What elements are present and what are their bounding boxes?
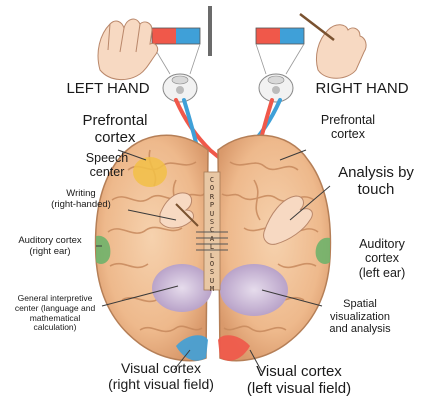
left-visual-screen: [152, 28, 200, 44]
left-eye-icon: [163, 74, 197, 102]
prefrontal-right-label: Prefrontal cortex: [306, 113, 390, 142]
general-interpretive-label: General interpretive center (language an…: [2, 294, 108, 333]
right-hand-icon: [300, 14, 366, 78]
spatial-label: Spatial visualization and analysis: [316, 298, 404, 336]
analysis-touch-label: Analysis by touch: [328, 164, 424, 199]
left-hand-label: LEFT HAND: [48, 80, 168, 97]
visual-rays: [152, 44, 304, 74]
right-hemisphere: [218, 135, 330, 360]
visual-right-label: Visual cortex (left visual field): [224, 363, 374, 398]
right-visual-screen: [256, 28, 304, 44]
prefrontal-left-label: Prefrontal cortex: [70, 112, 160, 147]
visual-left-label: Visual cortex (right visual field): [86, 360, 236, 392]
divider-bar: [208, 6, 212, 56]
auditory-left-label: Auditory cortex (right ear): [4, 236, 96, 258]
right-hand-label: RIGHT HAND: [306, 80, 418, 97]
left-hand-icon: [98, 19, 158, 80]
right-eye-icon: [259, 74, 293, 102]
auditory-right-label: Auditory cortex (left ear): [344, 237, 420, 280]
writing-label: Writing (right-handed): [36, 189, 126, 211]
spatial-region: [220, 264, 288, 316]
interpretive-region: [152, 264, 212, 312]
speech-center-label: Speech center: [72, 151, 142, 180]
